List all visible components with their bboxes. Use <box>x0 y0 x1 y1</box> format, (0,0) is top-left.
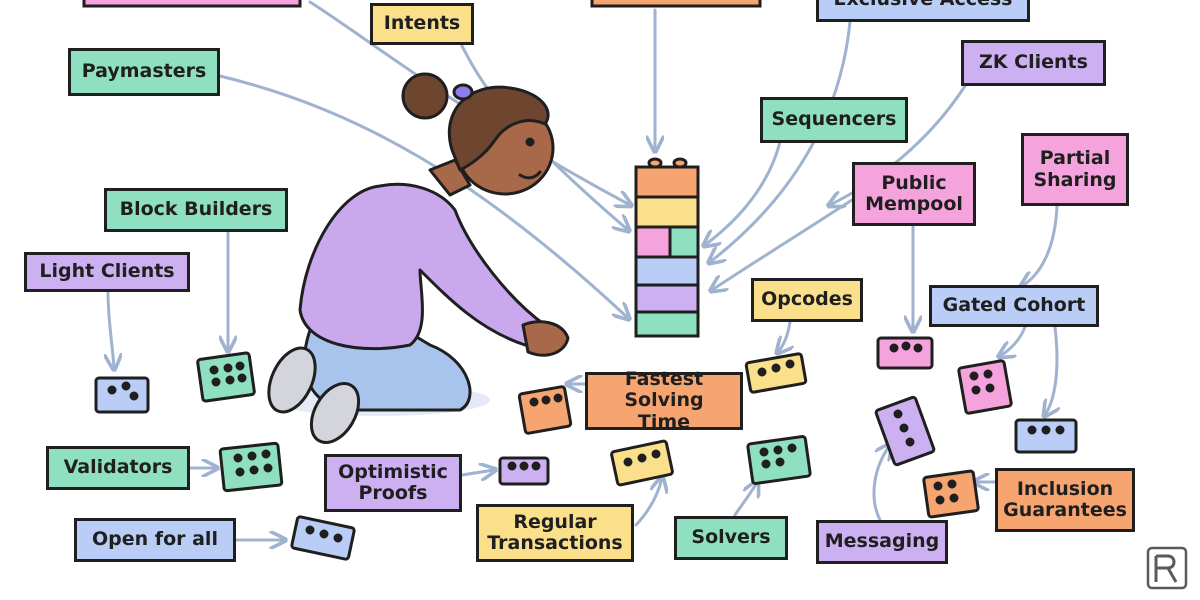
tower-stud <box>672 157 688 169</box>
arrow-opcodes <box>778 320 790 352</box>
brick-messaging <box>874 395 936 467</box>
label-opcodes: Opcodes <box>751 278 863 322</box>
label-zk-clients: ZK Clients <box>961 40 1106 86</box>
label-solvers: Solvers <box>674 516 788 560</box>
arrow-partial-sharing <box>1022 204 1059 286</box>
smile <box>518 170 542 180</box>
label-paymasters: Paymasters <box>68 48 220 96</box>
shoe-right <box>309 382 361 444</box>
cut-off-orange-box <box>590 0 762 8</box>
label-inclusion-guarantees: Inclusion Guarantees <box>995 468 1135 532</box>
arrow-exclusive-access <box>710 20 852 262</box>
publisher-logo <box>1146 546 1188 590</box>
scattered-bricks <box>94 336 1078 561</box>
cut-off-pink-box <box>82 0 302 8</box>
arrow-paymasters <box>218 74 628 318</box>
tower-orange-block <box>634 165 700 199</box>
tower-stud <box>647 157 663 169</box>
brick-solvers <box>746 435 812 485</box>
label-exclusive-access: Exclusive Access <box>816 0 1030 22</box>
hand <box>521 320 570 357</box>
label-gated-cohort: Gated Cohort <box>929 285 1099 327</box>
label-light-clients: Light Clients <box>24 252 190 292</box>
label-regular-transactions: Regular Transactions <box>476 504 634 562</box>
label-public-mempool: Public Mempool <box>852 162 976 226</box>
label-partial-sharing: Partial Sharing <box>1021 133 1129 206</box>
child-figure <box>267 72 570 444</box>
tower-green-block <box>634 310 700 338</box>
label-block-builders: Block Builders <box>104 188 288 232</box>
tower-pink-block <box>634 225 672 259</box>
label-messaging: Messaging <box>816 520 948 564</box>
brick-block-builders <box>196 351 256 403</box>
tower-blue-block <box>634 255 700 287</box>
tower-purple-block <box>634 283 700 314</box>
brick-public-mempool <box>876 336 934 370</box>
brick-opcodes <box>744 352 808 394</box>
ponytail <box>401 72 449 120</box>
label-open-for-all: Open for all <box>74 518 236 562</box>
label-validators: Validators <box>46 446 190 490</box>
arrow-gated-cohort <box>1000 325 1027 356</box>
connector-arrows <box>108 0 1059 540</box>
arrow-light-clients <box>108 290 114 368</box>
arrow-messaging <box>872 445 890 522</box>
brick-fastest-solving <box>517 385 573 435</box>
arrow-solvers <box>733 482 757 517</box>
brick-validators <box>218 441 284 493</box>
arrow-optimistic-proofs <box>460 470 494 475</box>
label-sequencers: Sequencers <box>760 97 908 143</box>
tower-green-piece <box>668 225 700 259</box>
eye <box>525 137 535 147</box>
brick-partial-gated <box>1014 418 1078 454</box>
hair-tie <box>452 83 474 101</box>
brick-open-for-all <box>290 515 356 561</box>
arrow-gated-cohort-down <box>1045 325 1057 415</box>
label-fastest-solving-time: Fastest Solving Time <box>585 368 743 432</box>
label-intents: Intents <box>370 3 474 45</box>
block-tower <box>634 157 700 338</box>
tower-yellow-block <box>634 195 700 229</box>
brick-gated-cohort <box>957 359 1013 415</box>
brick-light-clients <box>94 376 150 414</box>
arrow-regular-transactions <box>634 478 662 527</box>
arrow-sequencers <box>705 140 782 245</box>
shoe-left <box>267 346 317 414</box>
brick-regular-transactions <box>610 439 674 487</box>
brick-optimistic-proofs <box>498 456 550 486</box>
arrow-public-mempool <box>712 198 854 290</box>
brick-inclusion-guarantees <box>922 469 980 519</box>
label-optimistic-proofs: Optimistic Proofs <box>324 454 462 512</box>
sweater <box>298 182 547 351</box>
arrow-zk-clients <box>830 84 967 205</box>
